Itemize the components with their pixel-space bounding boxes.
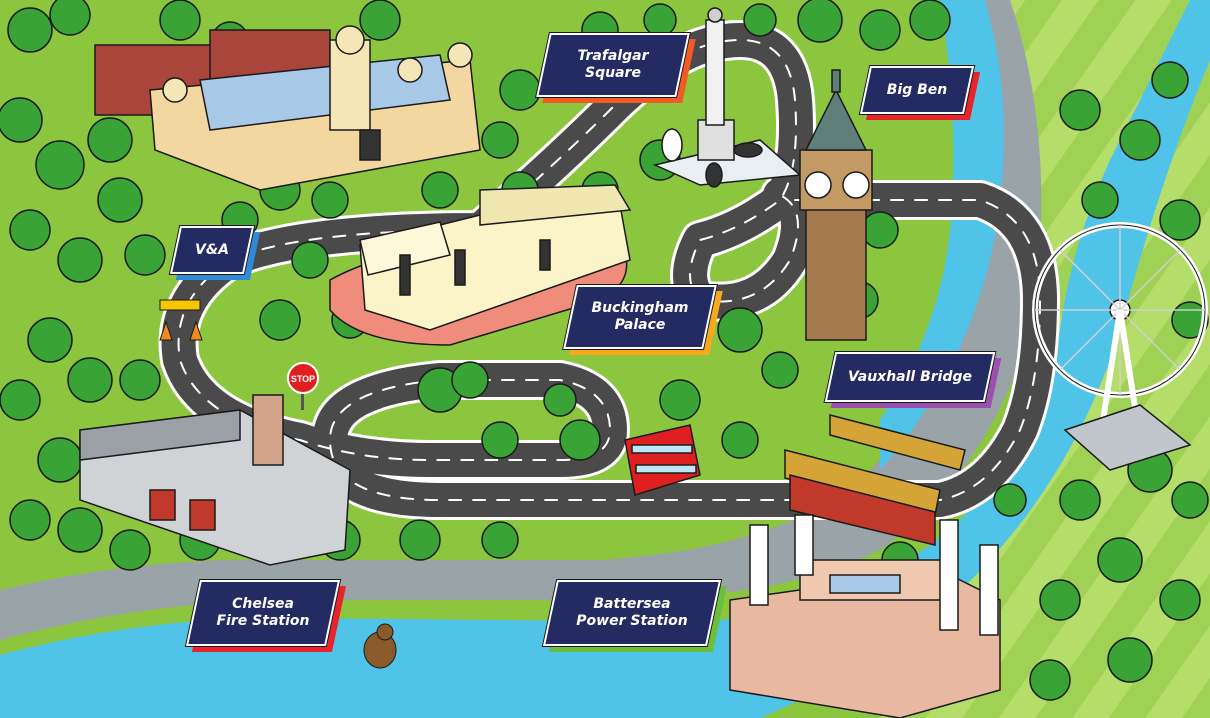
label-battersea-power-station[interactable]: Battersea Power Station [542,580,728,652]
trees [0,0,1209,701]
label-vauxhall-bridge[interactable]: Vauxhall Bridge [824,352,1002,408]
label-va[interactable]: V&A [169,226,261,280]
stop-sign: STOP [287,362,319,410]
label-big-ben-text: Big Ben [886,81,948,98]
vauxhall-bridge [784,414,966,546]
label-trafalgar-square[interactable]: Trafalgar Square [536,33,696,103]
label-vauxhall-bridge-text: Vauxhall Bridge [848,368,972,385]
label-battersea-power-station-text: Battersea Power Station [576,596,688,629]
london-eye [1032,222,1208,471]
stop-sign-text: STOP [291,374,315,384]
river-upper [880,0,1004,470]
label-va-text: V&A [195,241,229,258]
red-bus [624,424,701,496]
label-trafalgar-square-text: Trafalgar Square [577,48,649,81]
label-chelsea-fire-station[interactable]: Chelsea Fire Station [185,580,347,652]
big-ben-tower [799,69,873,341]
river-bank [0,0,1042,640]
otter [363,623,397,669]
va-museum-building [94,25,481,191]
trafalgar-column [652,7,802,188]
roadworks-barrier [159,299,203,341]
label-buckingham-palace-text: Buckingham Palace [591,300,689,333]
fire-station-building [79,394,351,566]
label-chelsea-fire-station-text: Chelsea Fire Station [216,596,310,629]
battersea-power-station [729,514,1001,718]
label-big-ben[interactable]: Big Ben [859,66,981,120]
buckingham-palace-building [329,184,632,346]
label-buckingham-palace[interactable]: Buckingham Palace [563,285,723,355]
